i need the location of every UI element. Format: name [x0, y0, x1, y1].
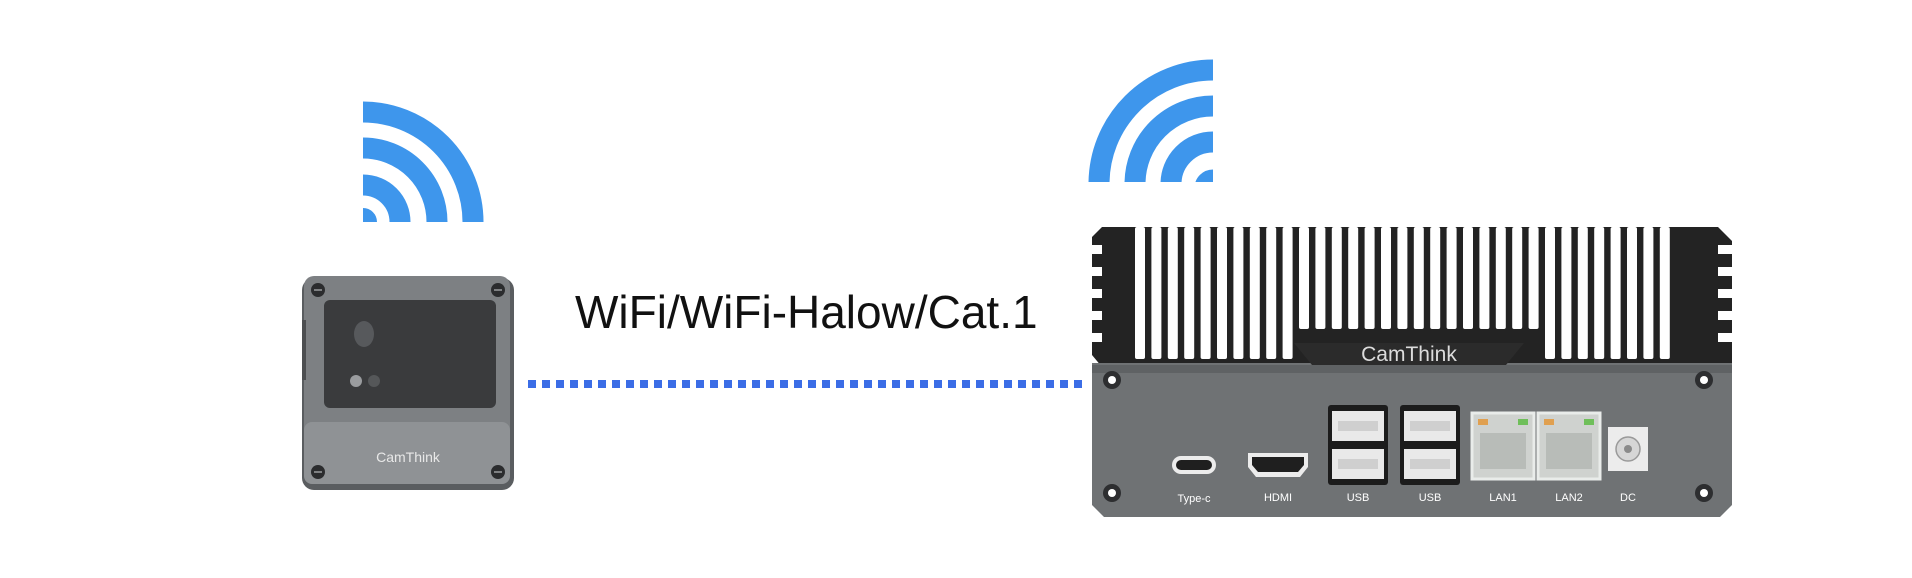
usb-port-stack-2 — [1400, 405, 1460, 485]
heatsink-side-notch — [1088, 333, 1102, 342]
port-label-lan1: LAN1 — [1489, 492, 1517, 504]
heatsink-gap — [1348, 227, 1359, 329]
port-label-dc: DC — [1620, 492, 1636, 504]
heatsink-fins — [1088, 227, 1732, 359]
port-label-lan2: LAN2 — [1555, 492, 1583, 504]
type-c-port — [1172, 456, 1216, 474]
hdmi-port — [1248, 453, 1308, 477]
heatsink-gap — [1446, 227, 1457, 329]
heatsink-gap — [1643, 227, 1654, 359]
heatsink-gap — [1249, 227, 1260, 359]
heatsink-gap — [1479, 227, 1490, 329]
heatsink-gap — [1135, 227, 1145, 359]
heatsink-gap — [1495, 227, 1506, 329]
camera-brand-label: CamThink — [376, 449, 441, 465]
heatsink-gap — [1397, 227, 1408, 329]
heatsink-side-notch — [1718, 245, 1732, 254]
heatsink-side-notch — [1718, 267, 1732, 276]
heatsink-gap — [1610, 227, 1621, 359]
heatsink-gap — [1627, 227, 1637, 359]
heatsink-side-notch — [1088, 245, 1102, 254]
connection-label: WiFi/WiFi-Halow/Cat.1 — [575, 286, 1038, 338]
usb-port-stack-1 — [1328, 405, 1388, 485]
port-label-usb-1: USB — [1347, 492, 1370, 504]
connection-line — [528, 380, 1083, 388]
gateway-brand-label: CamThink — [1361, 343, 1457, 366]
gateway-wifi-signal-icon — [1088, 59, 1214, 182]
heatsink-gap — [1233, 227, 1244, 359]
heatsink-gap — [1594, 227, 1605, 359]
heatsink-gap — [1561, 227, 1572, 359]
gateway-device: CamThink — [1088, 227, 1732, 517]
heatsink-gap — [1315, 227, 1326, 329]
heatsink-gap — [1413, 227, 1424, 329]
port-label-type-c: Type-c — [1177, 493, 1211, 505]
heatsink-gap — [1331, 227, 1342, 329]
heatsink-gap — [1463, 227, 1473, 329]
heatsink-side-notch — [1718, 311, 1732, 320]
panel-screws — [1103, 371, 1713, 502]
heatsink-gap — [1545, 227, 1555, 359]
heatsink-side-notch — [1718, 289, 1732, 298]
heatsink-gap — [1577, 227, 1588, 359]
lan2-port — [1536, 411, 1602, 481]
heatsink-gap — [1659, 227, 1670, 359]
camera-device: CamThink — [302, 276, 514, 490]
heatsink-side-notch — [1088, 289, 1102, 298]
heatsink-gap — [1299, 227, 1309, 329]
heatsink-side-notch — [1718, 333, 1732, 342]
heatsink-gap — [1167, 227, 1178, 359]
lan1-port — [1470, 411, 1536, 481]
heatsink-gap — [1381, 227, 1391, 329]
heatsink-side-notch — [1088, 311, 1102, 320]
heatsink-gap — [1364, 227, 1375, 329]
heatsink-gap — [1430, 227, 1441, 329]
heatsink-gap — [1200, 227, 1211, 359]
heatsink-gap — [1528, 227, 1539, 329]
dc-port — [1608, 427, 1648, 471]
port-label-hdmi: HDMI — [1264, 492, 1292, 504]
heatsink-gap — [1217, 227, 1227, 359]
heatsink-gap — [1282, 227, 1293, 359]
heatsink-gap — [1266, 227, 1277, 359]
port-label-usb-2: USB — [1419, 492, 1442, 504]
heatsink-side-notch — [1088, 267, 1102, 276]
camera-wifi-signal-icon — [361, 101, 484, 224]
heatsink-gap — [1184, 227, 1195, 359]
heatsink-gap — [1512, 227, 1523, 329]
heatsink-gap — [1151, 227, 1162, 359]
